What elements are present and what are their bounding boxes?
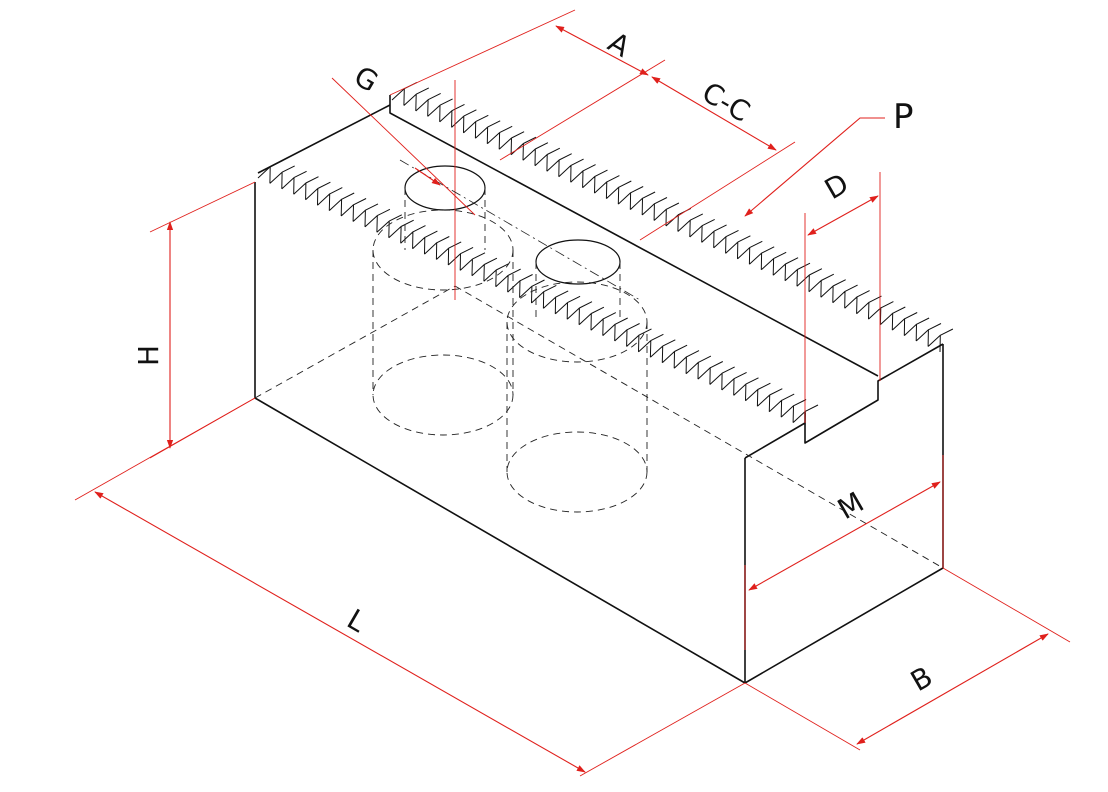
label-cc: C-C (697, 75, 756, 128)
dim-g-arrow (414, 167, 441, 186)
bore-side-1 (372, 188, 514, 395)
dim-cc-line (651, 76, 777, 151)
ext-h-1 (149, 181, 256, 233)
label-l: L (342, 602, 372, 639)
hidden-base-line-2 (454, 285, 944, 569)
dim-d-line (807, 195, 879, 236)
bore-top-1 (404, 165, 486, 211)
dim-l-line (94, 491, 586, 773)
hidden-base-line (254, 285, 456, 399)
label-d: D (819, 167, 854, 206)
ext-b-2 (942, 567, 1071, 643)
ext-l-1 (74, 397, 256, 501)
dim-p-leader (744, 117, 885, 217)
ext-a-2 (499, 59, 666, 161)
ext-a-1 (389, 9, 576, 96)
dim-m-line (748, 481, 941, 591)
bore-side-2 (506, 262, 648, 472)
label-h: H (132, 345, 165, 366)
left-face-outline (254, 182, 746, 684)
bore-top-2 (535, 239, 621, 285)
ext-b-1 (744, 682, 861, 751)
label-b: B (905, 660, 938, 698)
ext-l-2 (579, 682, 746, 777)
label-p: P (893, 97, 914, 137)
ext-cc (639, 141, 796, 241)
serrations (257, 81, 954, 429)
dim-b-line (856, 633, 1049, 745)
labels: A C-C P G D H M L B (132, 25, 938, 698)
label-a: A (603, 25, 636, 63)
dimensions (74, 9, 1071, 777)
dim-a-line (555, 25, 649, 76)
bore-mid-2 (506, 281, 648, 363)
label-m: M (832, 485, 869, 526)
bore-mid-1 (372, 209, 514, 291)
back-ridge (389, 95, 879, 377)
bore-bot-2 (506, 431, 648, 513)
serration-back (391, 81, 954, 353)
serration-front (257, 159, 819, 429)
step-edge (744, 343, 944, 459)
ext-g (331, 77, 476, 216)
label-g: G (349, 59, 384, 98)
bore-bot-1 (372, 354, 514, 436)
